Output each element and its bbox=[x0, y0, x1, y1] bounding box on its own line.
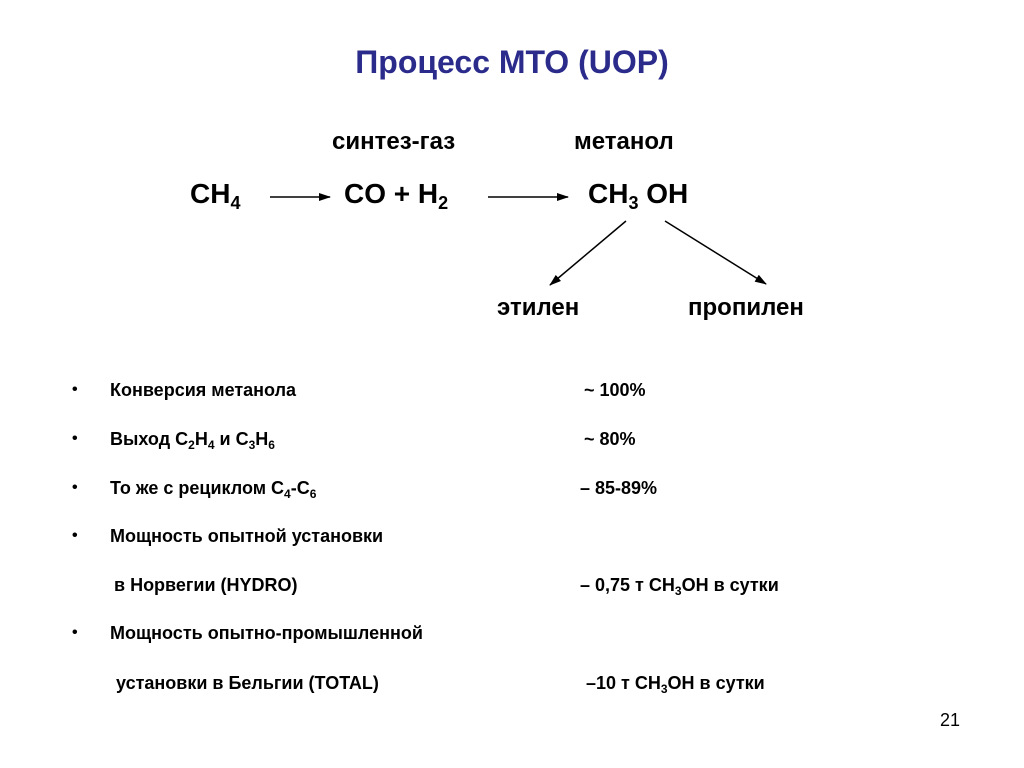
formula-methanol: CH3 OH bbox=[588, 178, 689, 213]
slide-title: Процесс МТО (UOP) bbox=[355, 44, 669, 80]
bullet-continuation-text: в Норвегии (HYDRO) bbox=[114, 575, 298, 595]
arrow-methanol-to-ethylene bbox=[549, 220, 627, 286]
methanol-label: метанол bbox=[574, 128, 674, 155]
formula-syngas: CO + H2 bbox=[344, 178, 449, 213]
bullet-value: –10 т CH3OH в сутки bbox=[586, 673, 765, 696]
propylene-label: пропилен bbox=[688, 294, 804, 321]
bullet-marker: • bbox=[72, 624, 78, 641]
bullet-value: ~ 100% bbox=[584, 380, 646, 400]
bullet-text: Конверсия метанола bbox=[110, 380, 297, 400]
bullet-value: – 85-89% bbox=[580, 478, 658, 498]
bullet-continuation-text: установки в Бельгии (TOTAL) bbox=[116, 673, 379, 693]
arrow-methanol-to-propylene bbox=[664, 220, 767, 285]
bullet-marker: • bbox=[72, 381, 78, 398]
bullet-text: Мощность опытной установки bbox=[110, 526, 384, 546]
ethylene-label: этилен bbox=[497, 294, 580, 321]
bullet-value: – 0,75 т CH3OH в сутки bbox=[580, 575, 779, 598]
bullet-value: ~ 80% bbox=[584, 429, 636, 449]
bullet-text: То же с рециклом C4-C6 bbox=[110, 478, 317, 501]
bullet-marker: • bbox=[72, 479, 78, 496]
bullet-text: Мощность опытно-промышленной bbox=[110, 623, 423, 643]
syngas-label: синтез-газ bbox=[332, 128, 456, 155]
bullet-marker: • bbox=[72, 430, 78, 447]
bullet-text: Выход C2H4 и C3H6 bbox=[110, 429, 275, 452]
formula-ch4: CH4 bbox=[190, 178, 241, 213]
page-number: 21 bbox=[940, 710, 961, 730]
bullet-marker: • bbox=[72, 527, 78, 544]
